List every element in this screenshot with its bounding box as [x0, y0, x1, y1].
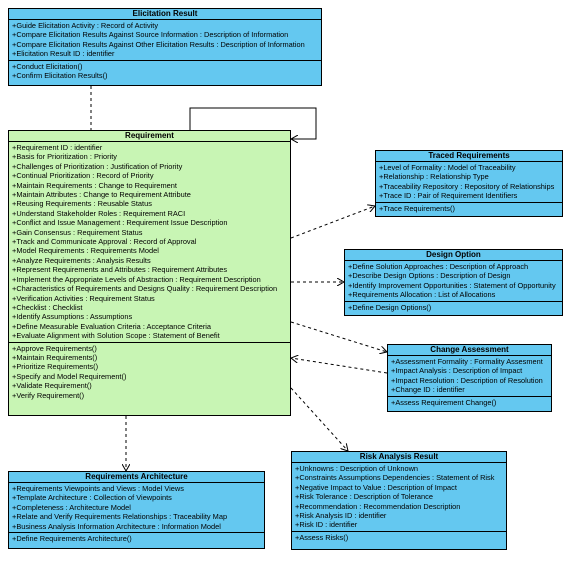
- class-title: Change Assessment: [388, 345, 551, 356]
- attribute: +Reusing Requirements : Reusable Status: [12, 199, 152, 209]
- class-change-assessment[interactable]: Change Assessment +Assessment Formality …: [387, 344, 552, 412]
- attribute: +Trace ID : Pair of Requirement Identifi…: [379, 191, 518, 201]
- attribute-list: +Define Solution Approaches : Descriptio…: [345, 261, 562, 302]
- attribute: +Model Requirements : Requirements Model: [12, 246, 159, 256]
- operation: +Verify Requirement(): [12, 390, 85, 400]
- attribute-list: +Level of Formality : Model of Traceabil…: [376, 162, 562, 203]
- class-risk-analysis-result[interactable]: Risk Analysis Result +Unknowns : Descrip…: [291, 451, 507, 550]
- operation-list: +Assess Requirement Change(): [388, 397, 551, 408]
- attribute: +Conflict and Issue Management : Require…: [12, 218, 228, 228]
- attribute: +Define Solution Approaches : Descriptio…: [348, 262, 529, 271]
- attribute: +Identify Assumptions : Assumptions: [12, 312, 133, 322]
- operation: +Prioritize Requirements(): [12, 362, 99, 372]
- attribute: +Characteristics of Requirements and Des…: [12, 284, 278, 294]
- operation-list: +Trace Requirements(): [376, 203, 562, 214]
- attribute: +Verification Activities : Requirement S…: [12, 293, 155, 303]
- attribute: +Impact Analysis : Description of Impact: [391, 366, 523, 376]
- attribute: +Recommendation : Recommendation Descrip…: [295, 501, 461, 511]
- self-association-requirement: [189, 107, 317, 139]
- attribute: +Elicitation Result ID : identifier: [12, 49, 115, 59]
- attribute: +Assessment Formality : Formality Assesm…: [391, 357, 543, 366]
- dependency-to-change-assessment: [290, 321, 387, 352]
- attribute: +Negative Impact to Value : Description …: [295, 482, 457, 492]
- operation: +Define Design Options(): [348, 302, 432, 312]
- attribute: +Business Analysis Information Architect…: [12, 521, 221, 531]
- attribute: +Analyze Requirements : Analysis Results: [12, 255, 151, 265]
- attribute-list: +Guide Elicitation Activity : Record of …: [9, 20, 321, 61]
- attribute: +Describe Design Options : Description o…: [348, 271, 511, 281]
- attribute-list: +Requirements Viewpoints and Views : Mod…: [9, 483, 264, 534]
- operation: +Validate Requirement(): [12, 381, 92, 391]
- attribute: +Identify Improvement Opportunities : St…: [348, 280, 556, 290]
- operation: +Assess Risks(): [295, 532, 349, 542]
- attribute: +Continual Prioritization : Record of Pr…: [12, 171, 154, 181]
- attribute-list: +Unknowns : Description of Unknown +Cons…: [292, 463, 506, 532]
- attribute: +Requirements Viewpoints and Views : Mod…: [12, 484, 184, 493]
- attribute: +Risk Tolerance : Description of Toleran…: [295, 492, 433, 502]
- attribute: +Traceability Repository : Repository of…: [379, 181, 555, 191]
- class-requirements-architecture[interactable]: Requirements Architecture +Requirements …: [8, 471, 265, 549]
- operation-list: +Define Design Options(): [345, 302, 562, 313]
- attribute: +Relationship : Relationship Type: [379, 172, 489, 182]
- dependency-to-traced-requirements: [290, 206, 375, 239]
- attribute: +Maintain Requirements : Change to Requi…: [12, 180, 177, 190]
- attribute: +Requirement ID : identifier: [12, 143, 103, 152]
- attribute: +Relate and Verify Requirements Relation…: [12, 512, 228, 522]
- attribute: +Risk Analysis ID : identifier: [295, 511, 387, 521]
- attribute: +Unknowns : Description of Unknown: [295, 464, 419, 473]
- attribute-list: +Assessment Formality : Formality Assesm…: [388, 356, 551, 397]
- dependency-change-assessment-to-requirement: [291, 358, 388, 374]
- class-title: Design Option: [345, 250, 562, 261]
- class-design-option[interactable]: Design Option +Define Solution Approache…: [344, 249, 563, 316]
- attribute: +Maintain Attributes : Change to Require…: [12, 190, 191, 200]
- attribute: +Risk ID : identifier: [295, 520, 358, 530]
- operation-list: +Approve Requirements() +Maintain Requir…: [9, 343, 290, 401]
- attribute: +Evaluate Alignment with Solution Scope …: [12, 331, 220, 341]
- dependency-to-risk-analysis-result: [290, 387, 348, 451]
- operation: +Define Requirements Architecture(): [12, 534, 132, 544]
- attribute: +Guide Elicitation Activity : Record of …: [12, 21, 159, 30]
- class-title: Requirement: [9, 131, 290, 142]
- class-title: Requirements Architecture: [9, 472, 264, 483]
- attribute: +Understand Stakeholder Roles : Requirem…: [12, 208, 186, 218]
- attribute-list: +Requirement ID : identifier +Basis for …: [9, 142, 290, 343]
- operation: +Trace Requirements(): [379, 203, 455, 213]
- attribute: +Requirements Allocation : List of Alloc…: [348, 290, 496, 300]
- attribute: +Checklist : Checklist: [12, 302, 83, 312]
- attribute: +Level of Formality : Model of Traceabil…: [379, 163, 516, 172]
- operation: +Assess Requirement Change(): [391, 397, 497, 407]
- attribute: +Gain Consensus : Requirement Status: [12, 227, 143, 237]
- operation: +Specify and Model Requirement(): [12, 371, 127, 381]
- operation: +Conduct Elicitation(): [12, 61, 83, 71]
- class-elicitation-result[interactable]: Elicitation Result +Guide Elicitation Ac…: [8, 8, 322, 86]
- attribute: +Constraints Assumptions Dependencies : …: [295, 473, 495, 483]
- class-title: Elicitation Result: [9, 9, 321, 20]
- attribute: +Change ID : identifier: [391, 385, 465, 395]
- attribute: +Completeness : Architecture Model: [12, 502, 131, 512]
- attribute: +Compare Elicitation Results Against Oth…: [12, 39, 305, 49]
- attribute: +Compare Elicitation Results Against Sou…: [12, 30, 289, 40]
- operation: +Approve Requirements(): [12, 343, 97, 353]
- class-requirement[interactable]: Requirement +Requirement ID : identifier…: [8, 130, 291, 416]
- attribute: +Template Architecture : Collection of V…: [12, 493, 172, 503]
- attribute: +Represent Requirements and Attributes :…: [12, 265, 228, 275]
- class-title: Traced Requirements: [376, 151, 562, 162]
- attribute: +Basis for Prioritization : Priority: [12, 152, 117, 162]
- attribute: +Impact Resolution : Description of Reso…: [391, 375, 543, 385]
- operation: +Confirm Elicitation Results(): [12, 71, 108, 81]
- class-traced-requirements[interactable]: Traced Requirements +Level of Formality …: [375, 150, 563, 217]
- operation-list: +Conduct Elicitation() +Confirm Elicitat…: [9, 61, 321, 82]
- class-title: Risk Analysis Result: [292, 452, 506, 463]
- attribute: +Implement the Appropriate Levels of Abs…: [12, 274, 261, 284]
- operation-list: +Assess Risks(): [292, 532, 506, 543]
- operation: +Maintain Requirements(): [12, 352, 98, 362]
- attribute: +Track and Communicate Approval : Record…: [12, 237, 197, 247]
- attribute: +Define Measurable Evaluation Criteria :…: [12, 321, 212, 331]
- attribute: +Challenges of Prioritization : Justific…: [12, 161, 183, 171]
- operation-list: +Define Requirements Architecture(): [9, 533, 264, 544]
